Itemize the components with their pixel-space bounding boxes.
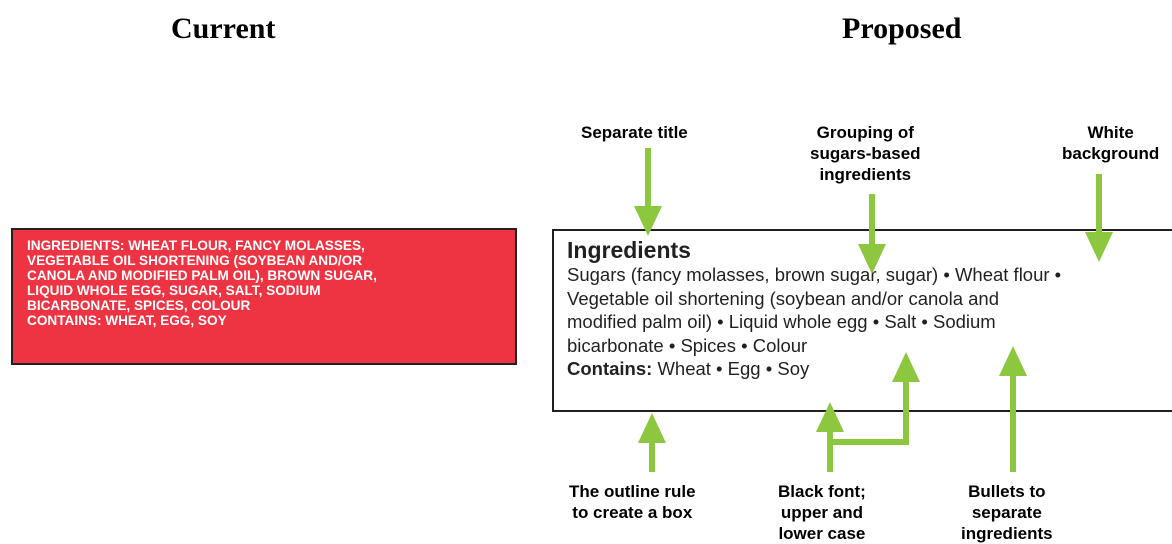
- proposed-label-contains-line: Contains: Wheat • Egg • Soy: [567, 357, 1172, 381]
- proposed-label-line: modified palm oil) • Liquid whole egg • …: [567, 311, 996, 332]
- current-heading: Current: [171, 12, 276, 45]
- annotation-outline-rule: The outline rule to create a box: [569, 481, 696, 523]
- annotation-line: The outline rule: [569, 482, 696, 501]
- annotation-black-font: Black font; upper and lower case: [778, 481, 866, 544]
- contains-label: Contains:: [567, 358, 653, 379]
- annotation-bullets: Bullets to separate ingredients: [961, 481, 1053, 544]
- annotation-line: Bullets to: [968, 482, 1046, 501]
- proposed-ingredients-label: Ingredients Sugars (fancy molasses, brow…: [552, 229, 1172, 412]
- current-label-line: LIQUID WHOLE EGG, SUGAR, SALT, SODIUM: [27, 283, 321, 298]
- annotation-line: lower case: [778, 524, 866, 543]
- annotation-line: upper and: [780, 503, 863, 522]
- annotation-line: to create a box: [572, 503, 693, 522]
- proposed-label-line: bicarbonate • Spices • Colour: [567, 334, 808, 356]
- proposed-label-line: Sugars (fancy molasses, brown sugar, sug…: [567, 264, 1062, 285]
- annotation-line: separate: [971, 503, 1042, 522]
- current-label-contains: CONTAINS: WHEAT, EGG, SOY: [27, 313, 227, 328]
- annotation-line: Black font;: [778, 482, 866, 501]
- current-label-line: CANOLA AND MODIFIED PALM OIL), BROWN SUG…: [27, 268, 377, 283]
- contains-items: Wheat • Egg • Soy: [657, 358, 810, 379]
- annotation-line: background: [1062, 144, 1160, 163]
- arrowhead-outline-rule: [638, 413, 666, 443]
- proposed-heading: Proposed: [842, 12, 962, 45]
- annotation-line: Separate title: [581, 123, 688, 142]
- annotation-line: White: [1087, 123, 1134, 142]
- current-label-line: BICARBONATE, SPICES, COLOUR: [27, 298, 251, 313]
- current-ingredients-label: INGREDIENTS: WHEAT FLOUR, FANCY MOLASSES…: [11, 228, 517, 365]
- annotation-line: sugars-based: [810, 144, 921, 163]
- annotation-white-background: White background: [1062, 122, 1159, 164]
- current-label-line: INGREDIENTS: WHEAT FLOUR, FANCY MOLASSES…: [27, 238, 365, 253]
- current-label-line: VEGETABLE OIL SHORTENING (SOYBEAN AND/OR: [27, 253, 363, 268]
- proposed-label-title: Ingredients: [567, 237, 691, 263]
- annotation-line: ingredients: [961, 524, 1053, 543]
- proposed-label-line: Vegetable oil shortening (soybean and/or…: [567, 287, 999, 309]
- annotation-line: ingredients: [819, 165, 912, 184]
- annotation-separate-title: Separate title: [581, 122, 688, 143]
- annotation-grouping: Grouping of sugars-based ingredients: [810, 122, 921, 185]
- annotation-line: Grouping of: [816, 123, 914, 142]
